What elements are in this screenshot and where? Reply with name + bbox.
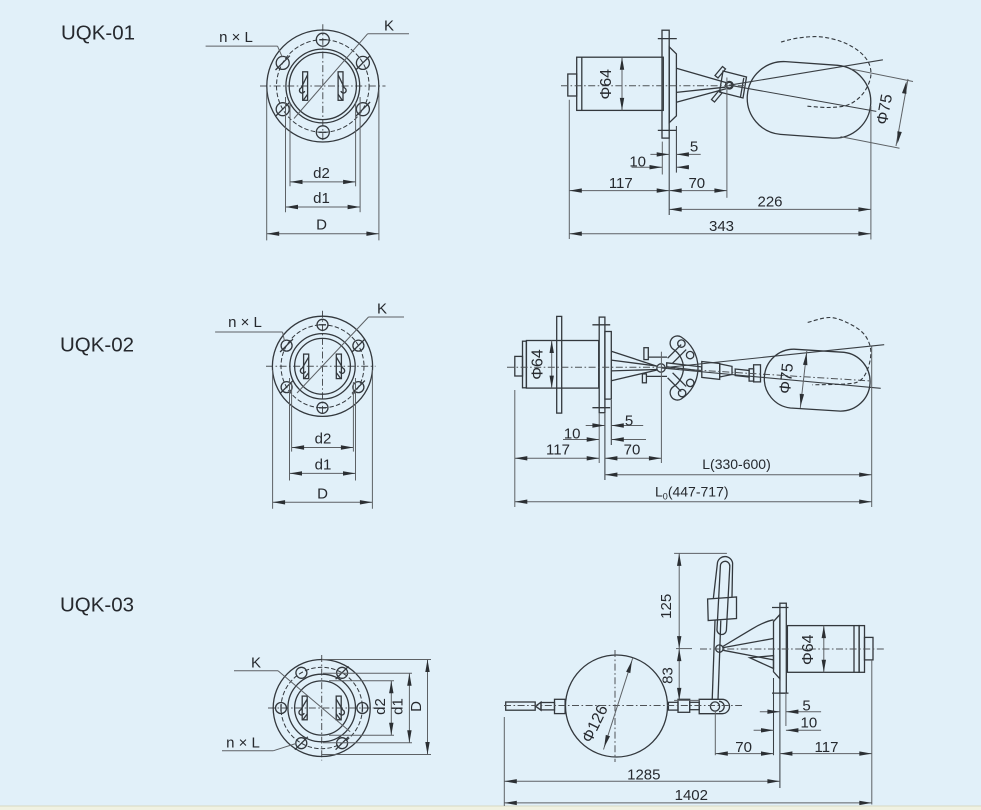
svg-text:n × L: n × L: [226, 735, 260, 752]
svg-text:117: 117: [815, 739, 839, 756]
svg-text:226: 226: [757, 193, 782, 210]
svg-text:70: 70: [735, 739, 752, 756]
svg-text:Φ64: Φ64: [800, 634, 817, 665]
svg-text:10: 10: [629, 153, 646, 170]
svg-text:Φ64: Φ64: [598, 69, 615, 100]
svg-text:d1: d1: [313, 190, 330, 207]
svg-text:83: 83: [660, 667, 677, 684]
svg-text:117: 117: [546, 442, 570, 459]
svg-text:L(330-600): L(330-600): [702, 456, 771, 472]
svg-text:70: 70: [624, 442, 641, 459]
svg-text:1402: 1402: [675, 787, 708, 804]
svg-text:5: 5: [802, 697, 810, 714]
svg-text:117: 117: [609, 175, 633, 192]
svg-text:5: 5: [690, 139, 698, 156]
svg-text:d2: d2: [313, 165, 330, 182]
svg-text:d1: d1: [315, 457, 332, 474]
svg-text:70: 70: [688, 175, 705, 192]
svg-text:d1: d1: [390, 698, 407, 715]
svg-text:10: 10: [801, 715, 818, 732]
svg-text:K: K: [251, 655, 261, 672]
svg-text:D: D: [408, 701, 425, 712]
svg-text:K: K: [377, 301, 387, 318]
svg-text:D: D: [317, 485, 328, 502]
svg-text:d2: d2: [372, 698, 389, 715]
svg-text:Φ75: Φ75: [874, 93, 896, 126]
svg-text:UQK-01: UQK-01: [61, 22, 135, 45]
svg-text:343: 343: [709, 218, 734, 235]
svg-text:UQK-03: UQK-03: [60, 594, 134, 617]
svg-text:n × L: n × L: [219, 29, 253, 46]
svg-text:d2: d2: [315, 431, 332, 448]
svg-text:125: 125: [658, 594, 675, 619]
svg-text:L0(447-717): L0(447-717): [655, 484, 729, 502]
svg-text:Φ75: Φ75: [777, 362, 797, 394]
svg-text:K: K: [384, 17, 394, 34]
svg-text:10: 10: [564, 425, 581, 442]
svg-text:5: 5: [625, 412, 633, 429]
svg-text:UQK-02: UQK-02: [60, 334, 134, 357]
svg-text:n × L: n × L: [228, 314, 262, 331]
svg-text:1285: 1285: [627, 767, 660, 784]
svg-text:Φ64: Φ64: [530, 349, 547, 380]
svg-text:D: D: [316, 216, 327, 233]
